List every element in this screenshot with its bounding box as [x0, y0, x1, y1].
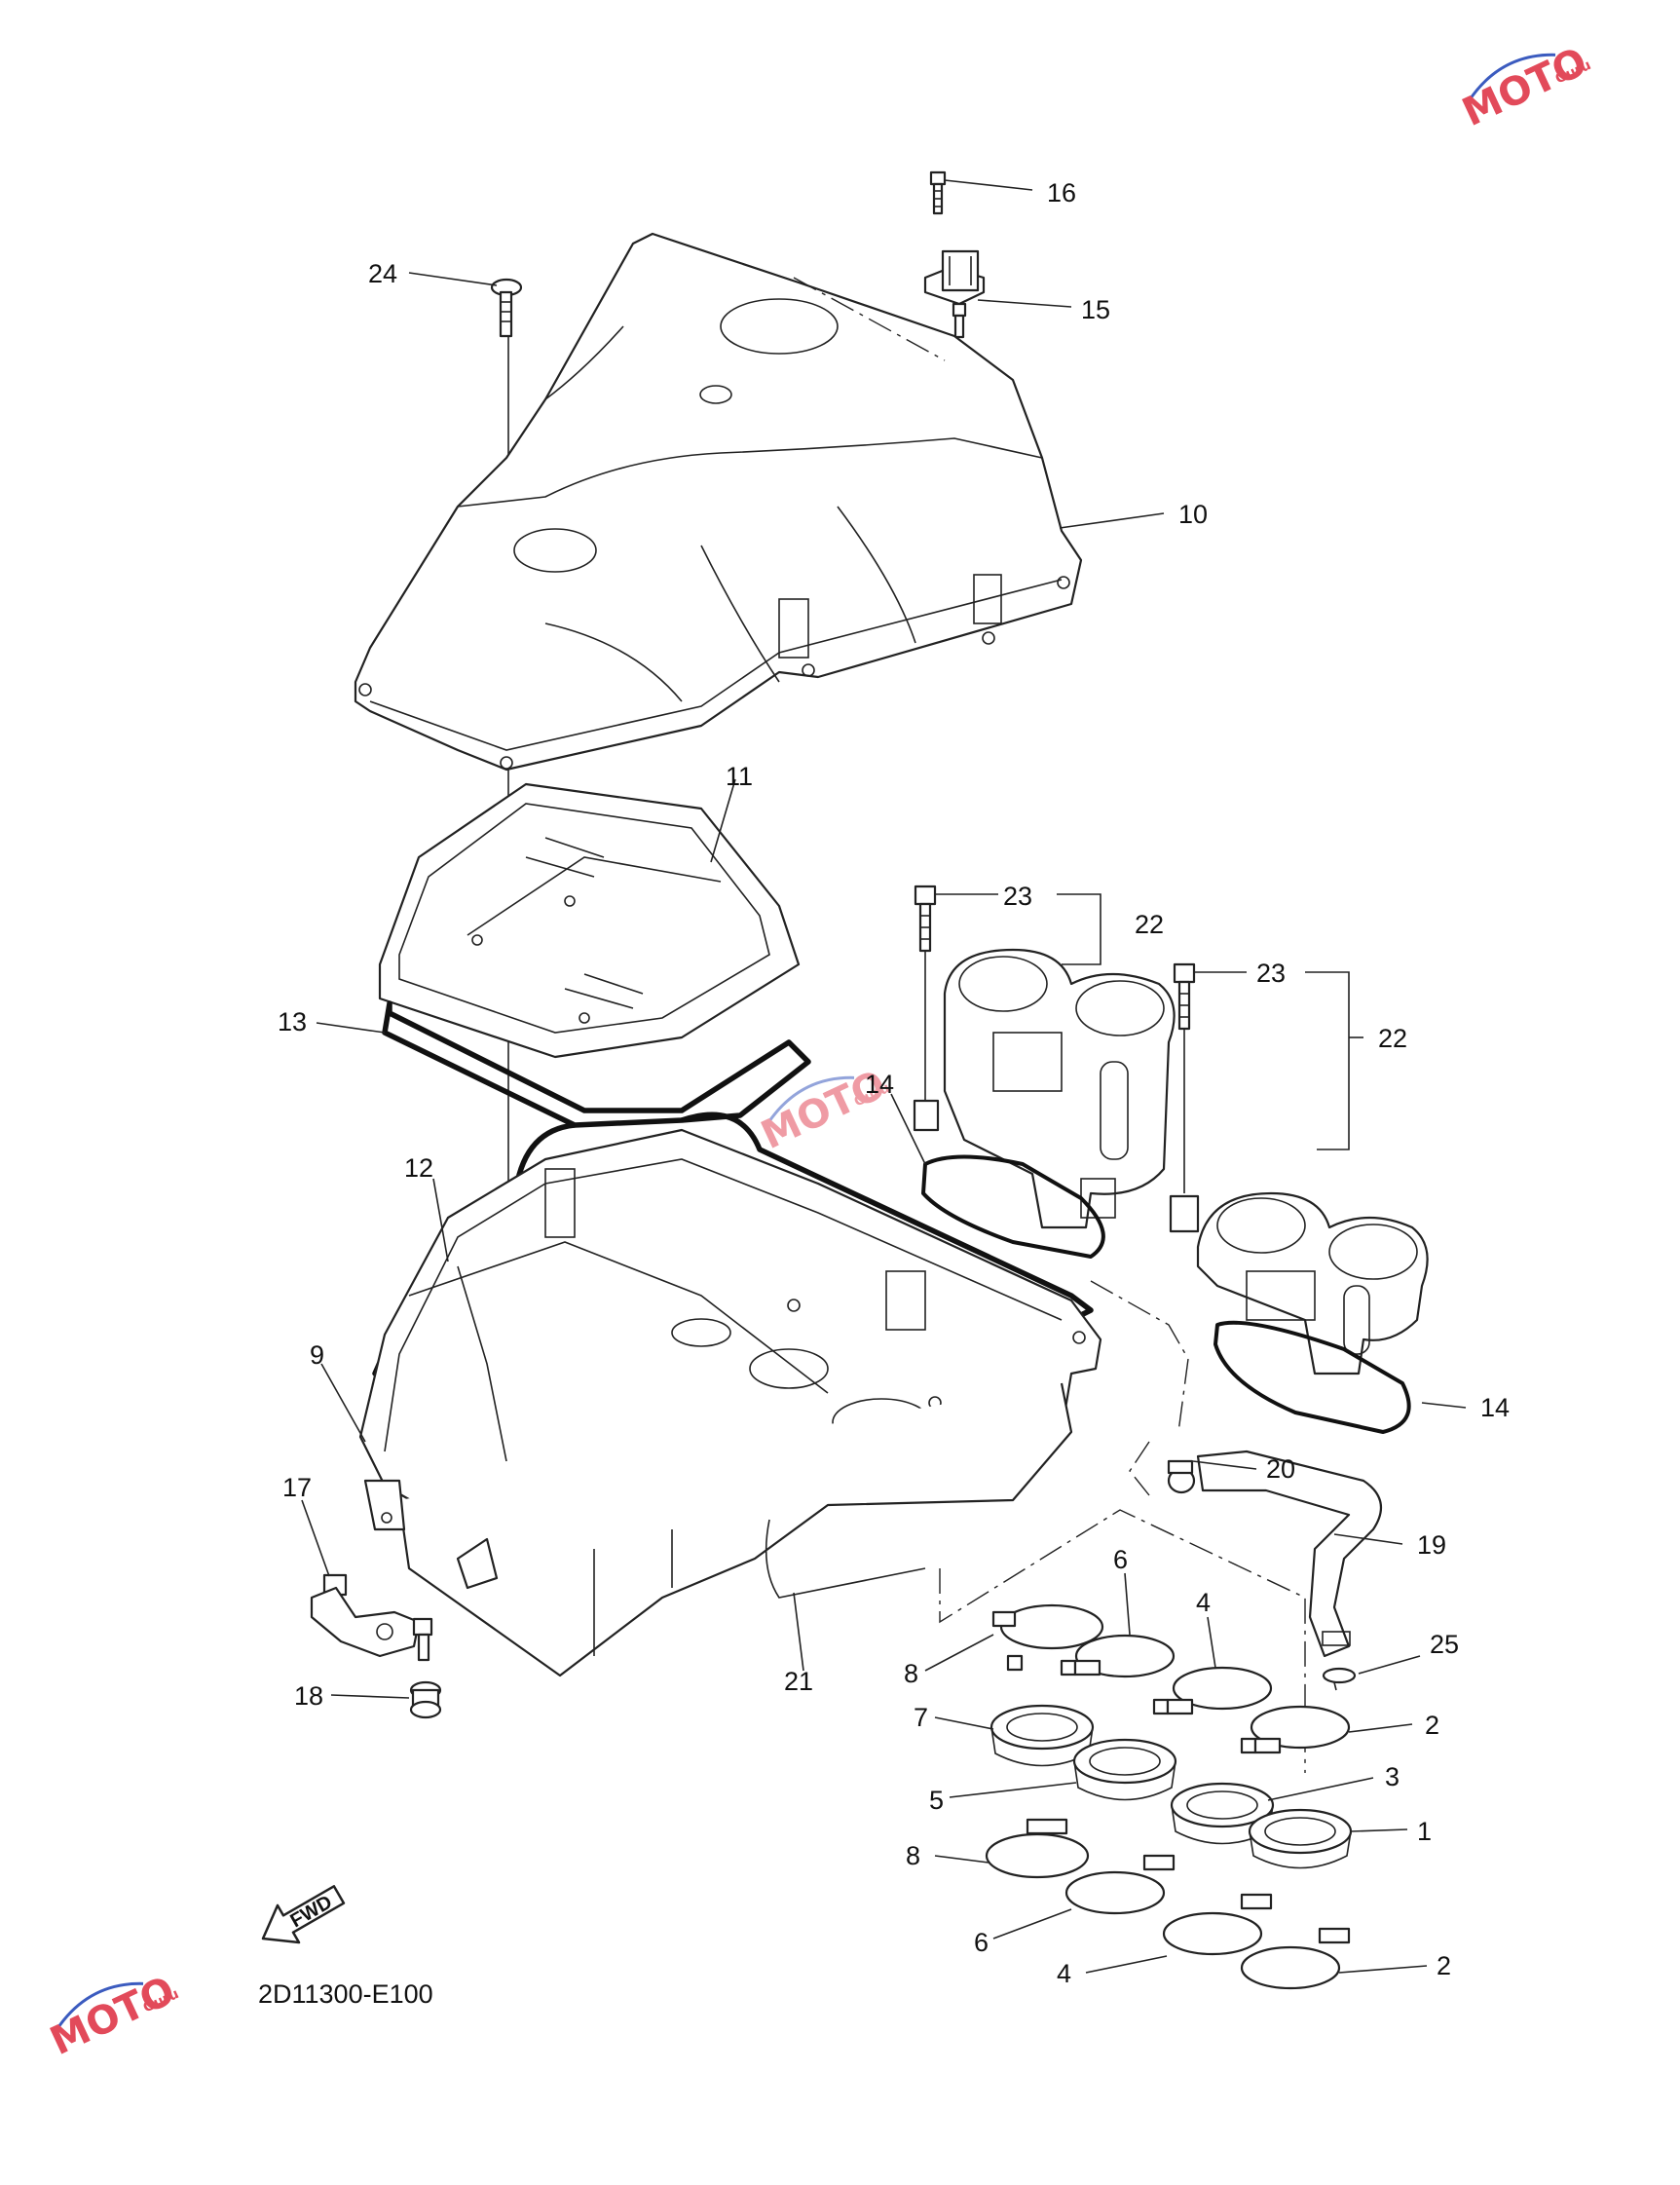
leader-lines: [301, 179, 1467, 1974]
callout-1: 1: [1417, 1817, 1432, 1846]
part-4-clamp-lower: [1162, 1893, 1273, 1956]
part-2-clamp-upper: [1240, 1705, 1351, 1754]
case-mount-tab-left: [363, 1479, 406, 1531]
callout-25: 25: [1430, 1630, 1459, 1659]
part-21-airbox-lower: [397, 1382, 1073, 1677]
callout-14-lower: 14: [1480, 1393, 1510, 1422]
callout-5: 5: [929, 1786, 944, 1815]
callout-10: 10: [1178, 500, 1208, 529]
callout-11: 11: [726, 762, 753, 791]
part-17-bracket: [310, 1573, 433, 1662]
part-14-gasket-b: [1213, 1320, 1411, 1434]
part-1-joint: [1248, 1808, 1353, 1869]
part-10-airbox-cover: [354, 232, 1083, 772]
callout-6-lower: 6: [974, 1928, 989, 1957]
part-4-clamp-upper: [1152, 1666, 1273, 1715]
callout-24: 24: [368, 259, 397, 288]
diagram-code: 2D11300-E100: [258, 1979, 433, 2009]
callout-9: 9: [310, 1340, 324, 1370]
part-23-bolt-b: [1173, 962, 1196, 1193]
callout-20: 20: [1266, 1454, 1295, 1484]
callout-7: 7: [914, 1703, 928, 1732]
part-15-sensor: [923, 249, 986, 339]
part-23-bolt-a: [914, 885, 937, 1106]
part-6-clamp-upper: [1060, 1634, 1176, 1678]
part-22-velocity-stack-b: [1196, 1191, 1429, 1375]
callout-16: 16: [1047, 178, 1076, 207]
callout-22-upper: 22: [1135, 910, 1164, 939]
callout-15: 15: [1081, 295, 1110, 324]
callout-14-upper: 14: [865, 1070, 894, 1099]
callout-23-upper: 23: [1003, 882, 1032, 911]
callout-13: 13: [278, 1007, 307, 1036]
part-3-joint: [1170, 1782, 1275, 1845]
watermark-logo-top: MOTO Guru: [1456, 39, 1594, 135]
part-25-clip: [1322, 1667, 1357, 1691]
callout-21: 21: [784, 1667, 813, 1696]
callout-23-lower: 23: [1256, 959, 1286, 988]
svg-text:MOTO: MOTO: [1456, 39, 1594, 135]
callout-4-lower: 4: [1057, 1959, 1071, 1988]
part-14-gasket-a: [921, 1154, 1105, 1259]
part-19-hose: [1196, 1450, 1383, 1658]
callout-18: 18: [294, 1681, 323, 1711]
part-6-clamp-lower: [1064, 1854, 1176, 1915]
callout-3: 3: [1385, 1762, 1400, 1791]
alignment-lines: [939, 1509, 1306, 1773]
callout-2-lower: 2: [1437, 1951, 1451, 1980]
callout-8-lower: 8: [906, 1841, 920, 1870]
part-16-screw: [929, 170, 947, 215]
callout-22-lower: 22: [1378, 1024, 1407, 1053]
alignment-line-15: [793, 277, 946, 361]
callout-2-upper: 2: [1425, 1711, 1439, 1740]
callout-17: 17: [282, 1473, 312, 1502]
part-13-gasket: [382, 1000, 811, 1128]
spacer-b: [1169, 1194, 1200, 1233]
callout-12: 12: [404, 1153, 433, 1183]
case-mount-tab-front: [456, 1537, 499, 1590]
fwd-label: FWD: [286, 1892, 335, 1933]
part-8-clamp-lower: [985, 1818, 1090, 1879]
part-18-grommet: [409, 1680, 442, 1719]
watermark-logo-bottom: MOTO Guru: [44, 1968, 182, 2064]
spacer-a: [913, 1099, 940, 1132]
part-8-clamp-upper: [991, 1603, 1104, 1672]
callout-6-upper: 6: [1113, 1545, 1128, 1574]
part-22-velocity-stack-a: [943, 948, 1176, 1229]
callout-labels: 16 15 24 10 11 23 22 23 22 13 14 12 9 14…: [278, 178, 1510, 1988]
part-20-hose-clamp: [1167, 1459, 1196, 1494]
part-11-air-filter: [378, 782, 801, 1059]
callout-8-upper: 8: [904, 1659, 918, 1688]
fwd-arrow-icon: FWD: [261, 1885, 346, 1944]
svg-text:MOTO: MOTO: [44, 1968, 182, 2064]
callout-4-upper: 4: [1196, 1588, 1211, 1617]
part-5-joint: [1072, 1738, 1177, 1801]
callout-19: 19: [1417, 1530, 1446, 1560]
part-2-clamp-lower: [1240, 1927, 1351, 1990]
